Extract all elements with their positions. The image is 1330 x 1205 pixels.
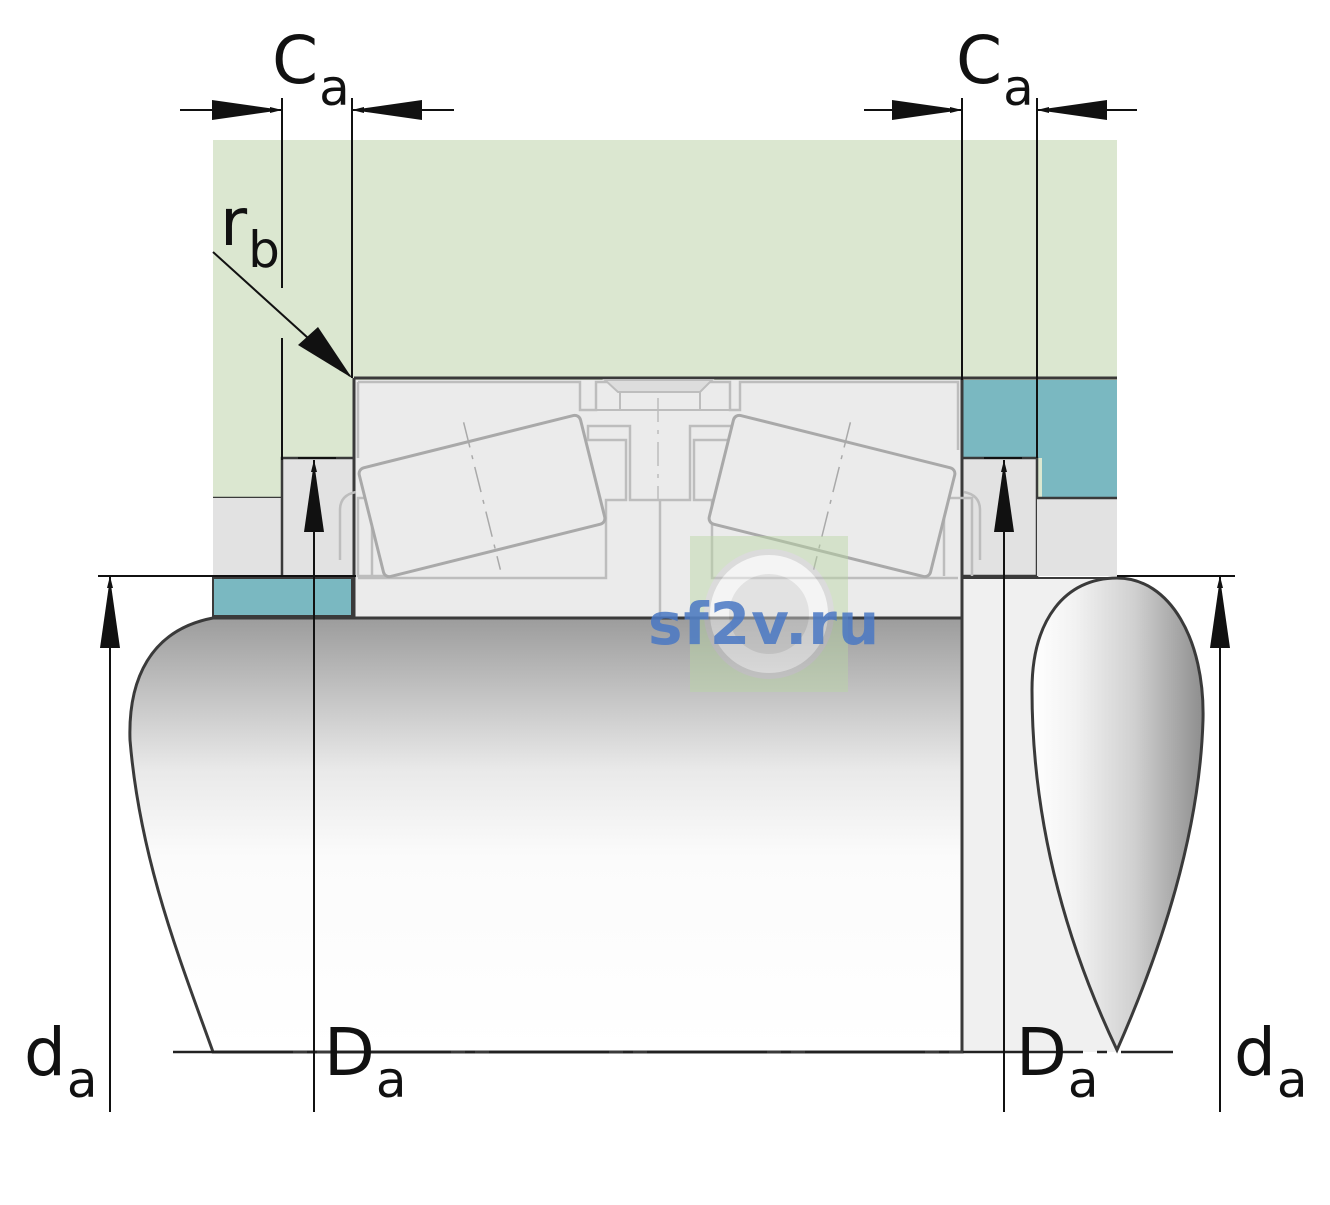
label-da-left: da (24, 1014, 98, 1109)
label-ca-left: Ca (272, 22, 350, 117)
label-Da-left: Da (324, 1014, 407, 1109)
label-da-right: da (1234, 1014, 1308, 1109)
label-rb: rb (220, 184, 280, 279)
right-spacer-assembly (960, 380, 1117, 578)
label-Da-right: Da (1016, 1014, 1099, 1109)
shaft (128, 577, 1117, 1054)
watermark-text: sf2v.ru (648, 590, 881, 658)
left-spacer-ring (212, 577, 353, 617)
arrowheads (100, 100, 1230, 648)
shaft-section (1030, 576, 1205, 1054)
label-ca-right: Ca (956, 22, 1034, 117)
bearing (338, 378, 982, 620)
housing (213, 140, 1117, 500)
watermark-emblem (690, 536, 848, 692)
